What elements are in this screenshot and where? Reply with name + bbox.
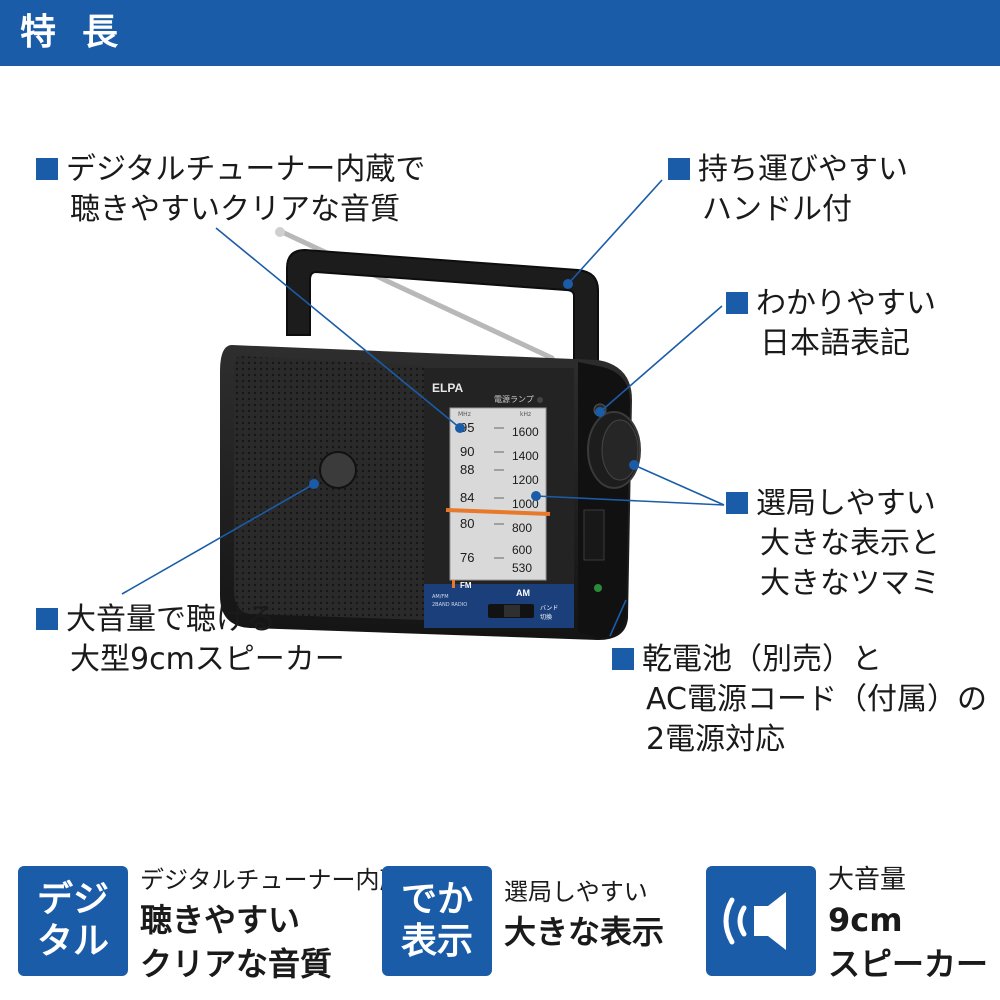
callout-power: 乾電池（別売）と AC電源コード（付属）の 2電源対応 xyxy=(612,640,987,760)
am-unit: kHz xyxy=(520,411,531,418)
am-scale-label: 1000 xyxy=(512,497,539,511)
leader-dial-b xyxy=(633,464,725,506)
bullet-square-icon xyxy=(726,492,748,514)
page-title: 特長 xyxy=(20,12,145,53)
speaker-center xyxy=(319,451,357,489)
callout-handle: 持ち運びやすい ハンドル付 xyxy=(668,150,908,230)
brand-logo: ELPA xyxy=(432,381,463,395)
speaker-icon xyxy=(723,892,786,950)
am-scale-label: 1400 xyxy=(512,449,539,463)
tuning-dial-window xyxy=(449,407,547,581)
am-scale-label: 530 xyxy=(512,561,532,575)
band-switch-label-2: 切換 xyxy=(540,613,552,621)
am-scale: 1600 1400 1200 1000 800 600 530 xyxy=(512,425,539,575)
badge-display-line2: 表示 xyxy=(400,921,473,962)
speaker-grille xyxy=(234,356,424,620)
leader-handle xyxy=(567,179,663,285)
leader-speaker xyxy=(121,483,315,595)
callout-dial: 選局しやすい 大きな表示と 大きなツマミ xyxy=(726,484,940,604)
fm-scale-label: 88 xyxy=(460,462,474,477)
side-switch xyxy=(583,509,605,561)
leader-power xyxy=(609,599,627,637)
leader-tuner xyxy=(215,227,461,429)
bullet-square-icon xyxy=(668,158,690,180)
am-scale-label: 1200 xyxy=(512,473,539,487)
header-bar: 特長 xyxy=(0,0,1000,66)
badge-digital-line1: デジ xyxy=(36,879,109,920)
band-switch-knob xyxy=(504,605,520,617)
am-scale-label: 1600 xyxy=(512,425,539,439)
bullet-square-icon xyxy=(612,648,634,670)
leader-dial-a xyxy=(535,495,725,506)
model-text-2: 2BAND RADIO xyxy=(432,602,467,608)
bullet-square-icon xyxy=(36,608,58,630)
band-switch-label-1: バンド xyxy=(540,605,558,612)
leader-japanese xyxy=(599,305,723,413)
fm-scale-label: 76 xyxy=(460,550,474,565)
badge-display-desc: 選局しやすい 大きな表示 xyxy=(504,878,665,951)
fm-scale-label: 90 xyxy=(460,444,474,459)
fm-unit: MHz xyxy=(458,411,471,418)
am-scale-label: 800 xyxy=(512,521,532,535)
model-text-1: AM/FM xyxy=(432,594,449,600)
band-am-label: AM xyxy=(516,588,530,598)
tuning-knob-face xyxy=(601,419,639,481)
callout-tuner: デジタルチューナー内蔵で 聴きやすいクリアな音質 xyxy=(36,150,425,230)
antenna-tip xyxy=(275,227,285,237)
power-lamp xyxy=(537,397,543,403)
am-scale-label: 600 xyxy=(512,543,532,557)
badge-digital-line2: タル xyxy=(36,921,109,962)
bullet-square-icon xyxy=(726,292,748,314)
badge-speaker-desc: 大音量 9cm スピーカー xyxy=(828,865,989,983)
lamp-label: 電源ランプ xyxy=(494,395,534,404)
tuner-needle xyxy=(445,508,551,516)
badge-big-display: でか 表示 xyxy=(382,866,492,976)
fm-scale-label: 80 xyxy=(460,516,474,531)
badge-digital: デジ タル xyxy=(18,866,128,976)
bullet-square-icon xyxy=(36,158,58,180)
fm-scale-label: 84 xyxy=(460,490,474,505)
badge-display-line1: でか xyxy=(400,879,473,920)
band-fm-label: FM xyxy=(460,581,472,590)
badge-speaker xyxy=(706,866,816,976)
callout-speaker: 大音量で聴ける 大型9cmスピーカー xyxy=(36,600,345,680)
side-jack xyxy=(594,584,602,592)
fm-marker xyxy=(452,580,455,588)
badge-digital-desc: デジタルチューナー内蔵 聴きやすい クリアな音質 xyxy=(140,866,404,983)
callout-japanese: わかりやすい 日本語表記 xyxy=(726,284,936,364)
